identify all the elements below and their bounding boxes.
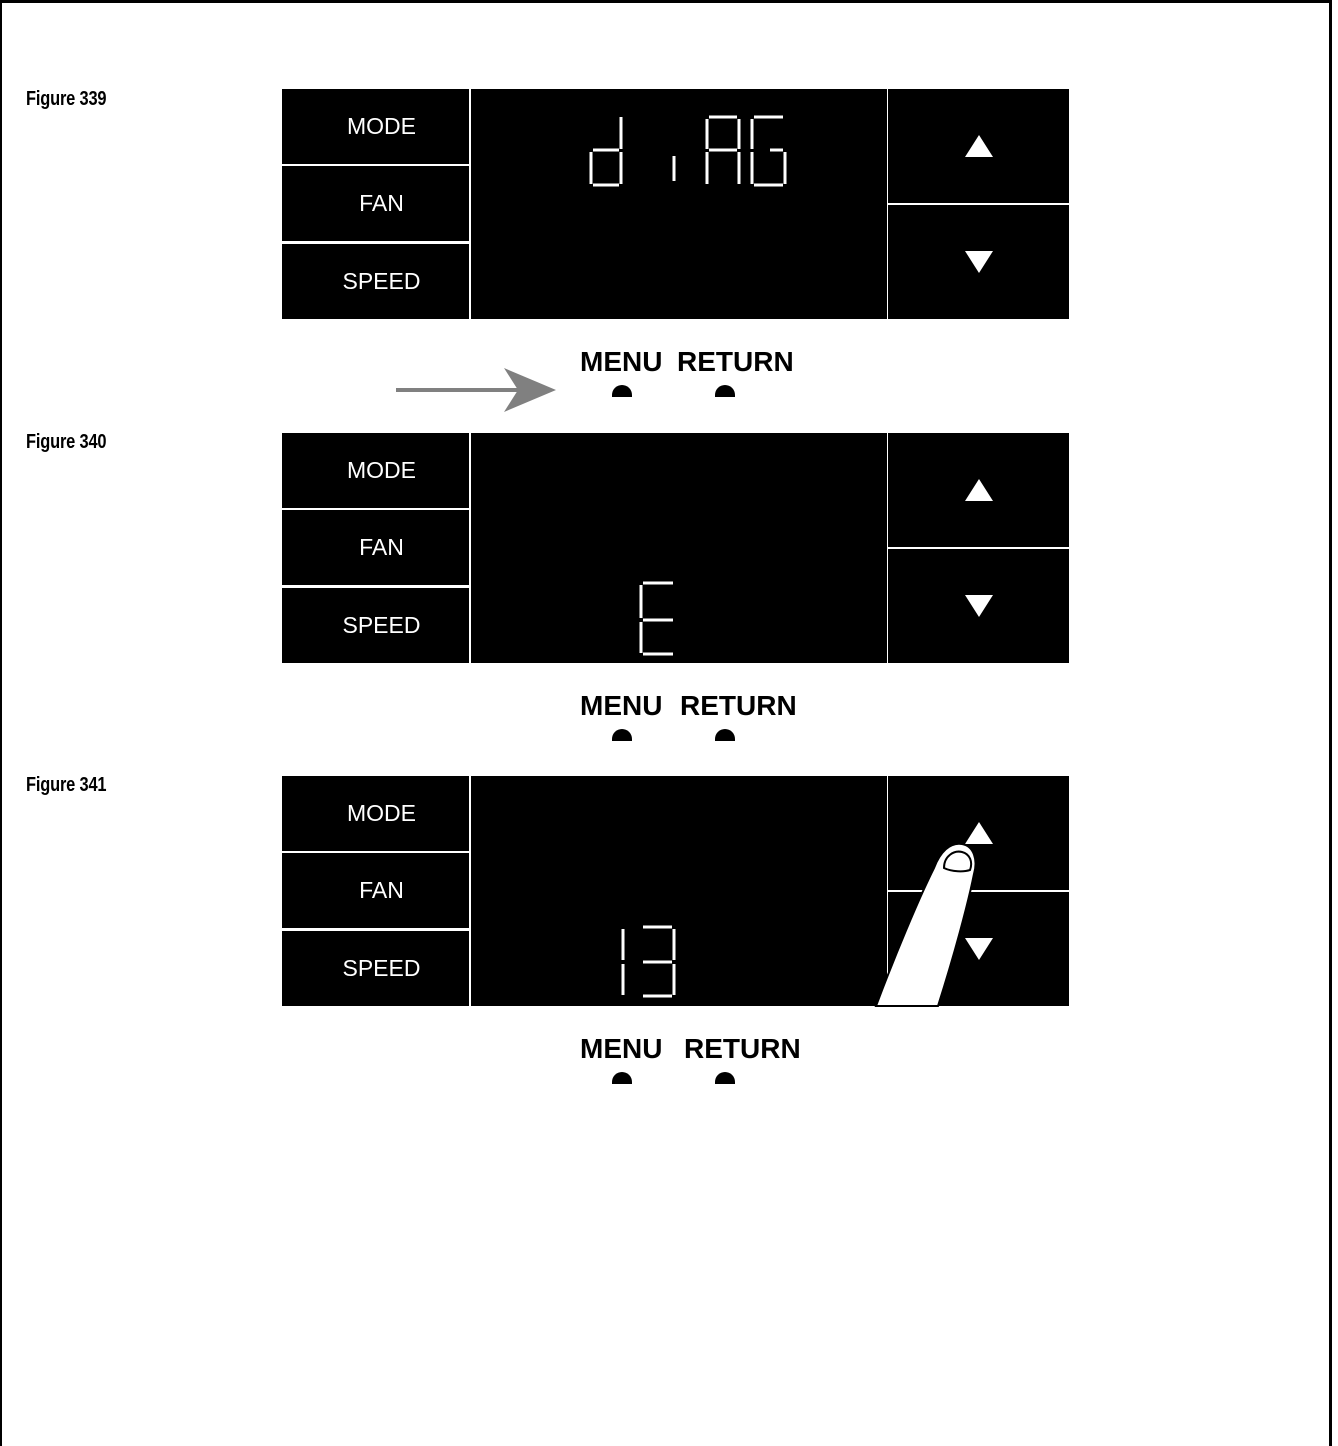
figure-341-label: Figure 341 <box>26 774 106 797</box>
menu-label: MENU <box>580 1033 662 1065</box>
segment-readout-diag <box>471 89 887 319</box>
fan-button[interactable]: FAN <box>282 510 469 585</box>
right-arrow-icon <box>394 366 560 414</box>
return-label: RETURN <box>677 346 794 378</box>
figure-340-label: Figure 340 <box>26 431 106 454</box>
segment-readout-e <box>471 433 887 663</box>
fan-button[interactable]: FAN <box>282 166 469 241</box>
control-panel-340: MODE FAN SPEED <box>282 433 1069 663</box>
pointing-finger-icon <box>874 838 984 1008</box>
up-button[interactable] <box>888 433 1069 547</box>
lcd-display <box>471 776 887 1006</box>
menu-label: MENU <box>580 690 662 722</box>
up-button[interactable] <box>888 89 1069 203</box>
speed-button[interactable]: SPEED <box>282 931 469 1006</box>
speed-button[interactable]: SPEED <box>282 588 469 663</box>
triangle-up-icon <box>964 134 994 158</box>
mode-button[interactable]: MODE <box>282 433 469 508</box>
control-panel-339: MODE FAN SPEED <box>282 89 1069 319</box>
triangle-down-icon <box>964 594 994 618</box>
return-label: RETURN <box>684 1033 801 1065</box>
fan-button[interactable]: FAN <box>282 853 469 928</box>
segment-readout-13 <box>471 776 887 1006</box>
lcd-display <box>471 89 887 319</box>
return-label: RETURN <box>680 690 797 722</box>
speed-button[interactable]: SPEED <box>282 244 469 319</box>
mode-button[interactable]: MODE <box>282 776 469 851</box>
menu-label: MENU <box>580 346 662 378</box>
triangle-down-icon <box>964 250 994 274</box>
figure-339-label: Figure 339 <box>26 88 106 111</box>
mode-button[interactable]: MODE <box>282 89 469 164</box>
triangle-up-icon <box>964 478 994 502</box>
down-button[interactable] <box>888 549 1069 663</box>
lcd-display <box>471 433 887 663</box>
down-button[interactable] <box>888 205 1069 319</box>
